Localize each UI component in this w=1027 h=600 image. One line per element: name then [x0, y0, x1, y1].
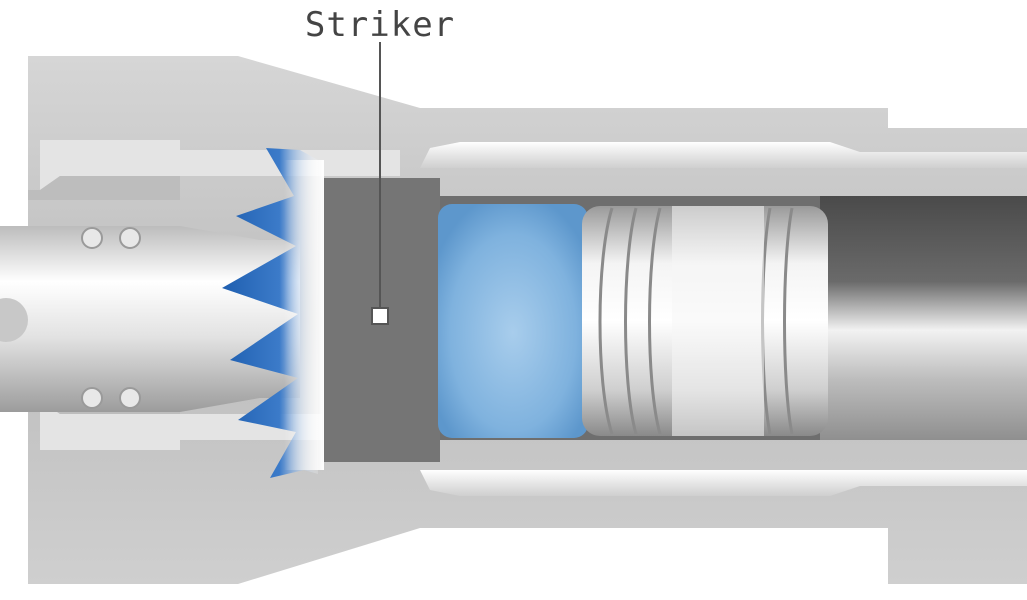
- striker-label: Striker: [305, 5, 455, 45]
- callout-anchor-marker: [371, 307, 389, 325]
- air-cushion: [438, 204, 588, 438]
- striker-callout: Striker: [305, 5, 455, 325]
- drill-bit-shank: [0, 226, 300, 412]
- cylinder-bore: [820, 196, 1027, 440]
- impact-burst: [222, 148, 324, 478]
- piston: [582, 206, 828, 436]
